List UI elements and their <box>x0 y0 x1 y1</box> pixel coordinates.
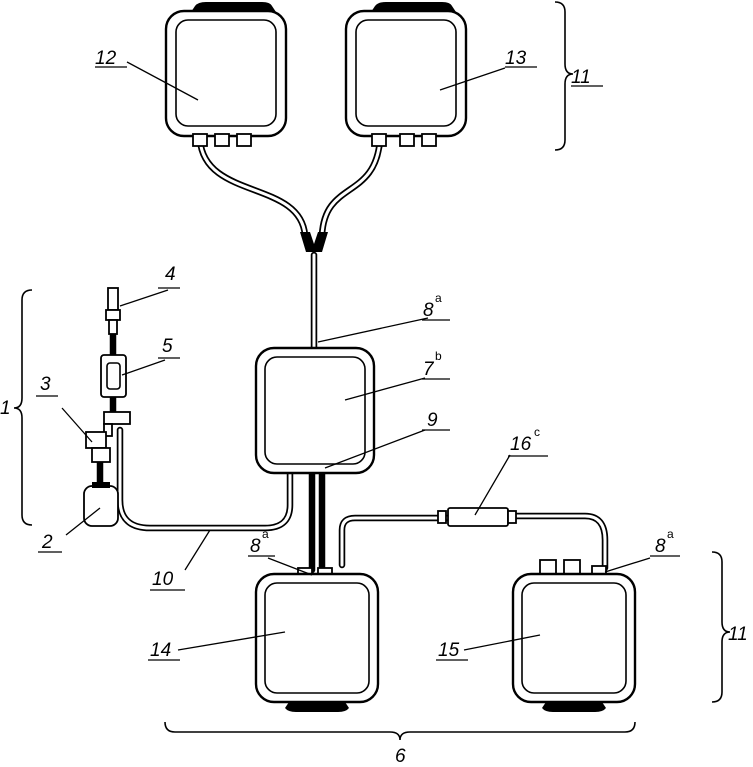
label-8-left-sup: a <box>262 527 269 541</box>
label-8-right-sup: a <box>667 527 674 541</box>
brace-11-right <box>711 551 731 703</box>
brace-1 <box>13 289 33 526</box>
leader-lines <box>61 61 651 651</box>
tubing <box>96 136 609 574</box>
label-7-sup: b <box>435 349 442 363</box>
label-11-right: 11 <box>728 624 748 645</box>
label-14: 14 <box>150 640 171 661</box>
label-8-left: 8 <box>250 536 261 557</box>
brace-6 <box>164 721 636 741</box>
label-16-sup: c <box>534 425 540 439</box>
label-4: 4 <box>165 264 176 285</box>
label-8-top: 8 <box>423 300 434 321</box>
brace-11-top <box>554 1 574 151</box>
bag-14 <box>254 567 380 712</box>
label-15: 15 <box>438 640 460 661</box>
bag-15 <box>511 559 637 712</box>
label-8-right: 8 <box>655 536 666 557</box>
label-12: 12 <box>95 48 117 69</box>
label-16: 16 <box>510 434 532 455</box>
collection-set <box>83 287 131 527</box>
label-8-top-sup: a <box>435 291 442 305</box>
label-9: 9 <box>427 410 438 431</box>
label-6: 6 <box>395 746 406 767</box>
bag-13 <box>344 2 468 147</box>
y-connector <box>300 232 328 252</box>
label-11-top: 11 <box>571 67 591 88</box>
label-5: 5 <box>162 336 173 357</box>
label-1: 1 <box>0 398 11 419</box>
label-13: 13 <box>505 48 527 69</box>
bag-7 <box>254 346 376 475</box>
label-3: 3 <box>40 374 51 395</box>
filter-16 <box>437 507 517 527</box>
bag-12 <box>164 2 288 147</box>
label-7: 7 <box>423 359 435 380</box>
label-2: 2 <box>41 532 53 553</box>
label-10: 10 <box>152 569 174 590</box>
